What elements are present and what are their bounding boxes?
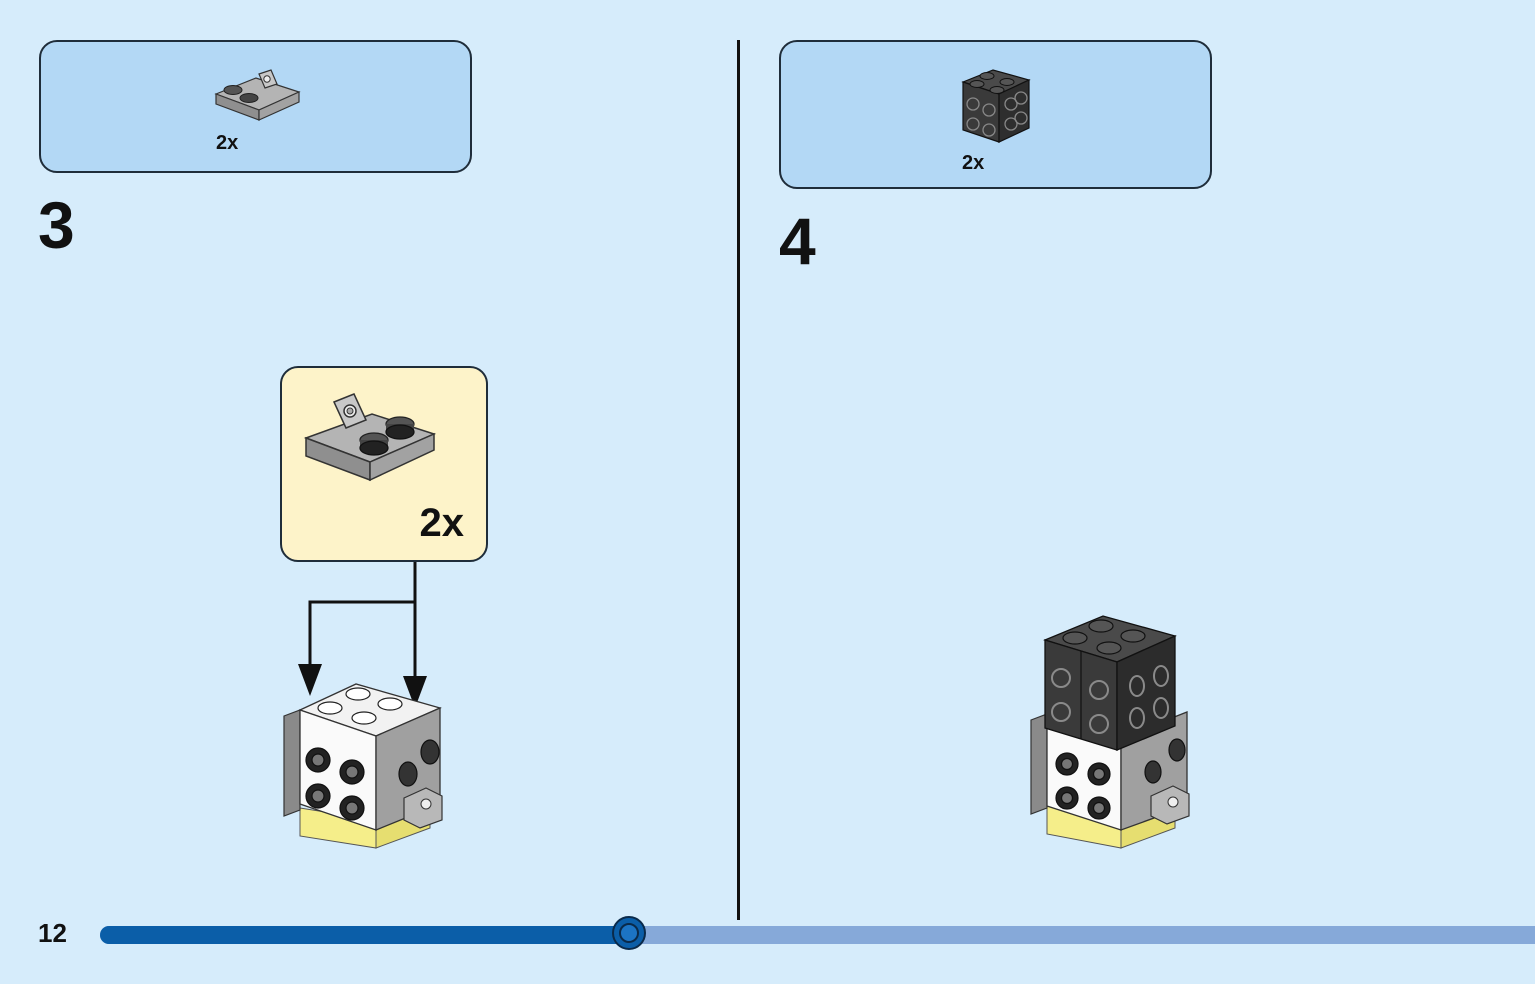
callout-qty: 2x (419, 501, 465, 545)
step4-model (1030, 615, 1190, 849)
progress-bar-fill (100, 926, 631, 944)
page-number: 12 (38, 918, 67, 948)
step4-parts-box: 2x (779, 40, 1212, 189)
step3-parts-qty: 2x (216, 132, 239, 154)
step3-number: 3 (38, 188, 75, 262)
step4-number: 4 (779, 204, 816, 278)
hinge-plate-icon (303, 393, 437, 482)
sub-assembly-callout: 2x (280, 366, 488, 562)
step3-parts-box: 2x (39, 40, 472, 173)
page-divider (737, 40, 740, 920)
dark-brick-with-side-studs-icon (961, 69, 1031, 143)
progress-marker (612, 916, 646, 950)
progress-bar (100, 916, 1535, 950)
hinge-plate-icon (214, 69, 301, 121)
step3-model (283, 683, 443, 849)
step4-parts-qty: 2x (962, 152, 985, 174)
